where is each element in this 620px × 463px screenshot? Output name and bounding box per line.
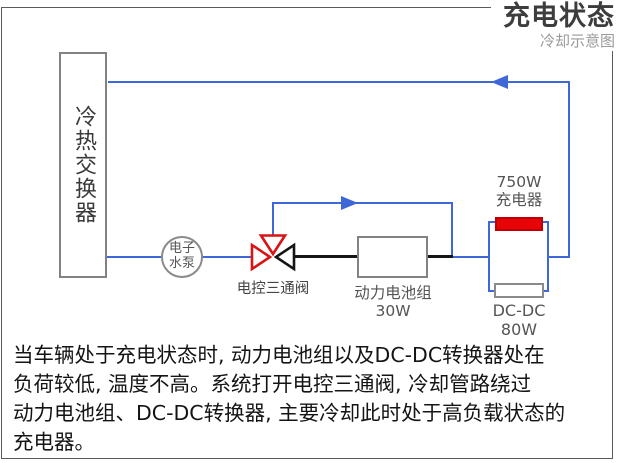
caption-line-4: 充电器。 xyxy=(13,430,95,455)
line-valve-to-battery xyxy=(291,255,357,258)
charger-box xyxy=(495,217,543,231)
battery-box xyxy=(357,236,428,278)
heat-exchanger-label: 冷热交换器 xyxy=(71,105,96,225)
caption-line-3: 动力电池组、DC-DC转换器, 主要冷却此时处于高负载状态的 xyxy=(13,401,566,426)
water-pump: 电子 水泵 xyxy=(161,236,203,278)
water-pump-label-line1: 电子 xyxy=(168,241,195,257)
dcdc-box xyxy=(494,283,544,298)
outer-border xyxy=(1,7,613,459)
dcdc-name: DC-DC xyxy=(492,301,546,320)
battery-label: 动力电池组 30W xyxy=(336,284,450,321)
pipe-right-vertical xyxy=(568,81,570,258)
battery-power: 30W xyxy=(375,302,411,321)
charger-name: 充电器 xyxy=(495,191,543,210)
valve-label: 电控三通阀 xyxy=(236,281,310,297)
dcdc-label: DC-DC 80W xyxy=(482,301,556,340)
pipe-exchanger-to-pump xyxy=(106,256,162,258)
pipe-bypass-horizontal xyxy=(272,202,453,204)
line-battery-to-junction xyxy=(426,255,453,258)
water-pump-label-line2: 水泵 xyxy=(168,256,195,271)
charger-power: 750W xyxy=(496,173,542,191)
pipe-loop-to-right xyxy=(547,256,570,258)
caption-text: 当车辆处于充电状态时, 动力电池组以及DC-DC转换器处在 负荷较低, 温度不高… xyxy=(13,341,607,457)
pipe-junction-to-loop xyxy=(452,256,490,258)
pipe-bypass-vertical xyxy=(451,203,453,258)
page-subtitle: 冷却示意图 xyxy=(539,31,615,50)
pipe-return-top xyxy=(108,81,570,83)
heat-exchanger-box: 冷热交换器 xyxy=(59,52,107,278)
header: 充电状态 冷却示意图 xyxy=(491,0,617,52)
pipe-charger-loop xyxy=(488,221,549,292)
battery-name: 动力电池组 xyxy=(354,284,432,302)
dcdc-power: 80W xyxy=(500,319,538,339)
flow-arrow-right-icon xyxy=(341,196,358,210)
flow-arrow-left-icon xyxy=(491,75,508,89)
caption-line-2: 负荷较低, 温度不高。系统打开电控三通阀, 冷却管路绕过 xyxy=(13,372,532,397)
pipe-pump-to-valve xyxy=(202,256,254,258)
page-title: 充电状态 xyxy=(503,1,615,32)
three-way-valve-icon xyxy=(250,234,296,272)
caption-line-1: 当车辆处于充电状态时, 动力电池组以及DC-DC转换器处在 xyxy=(13,343,545,367)
pipe-valve-riser xyxy=(272,202,274,238)
charger-label: 750W 充电器 xyxy=(482,173,556,210)
